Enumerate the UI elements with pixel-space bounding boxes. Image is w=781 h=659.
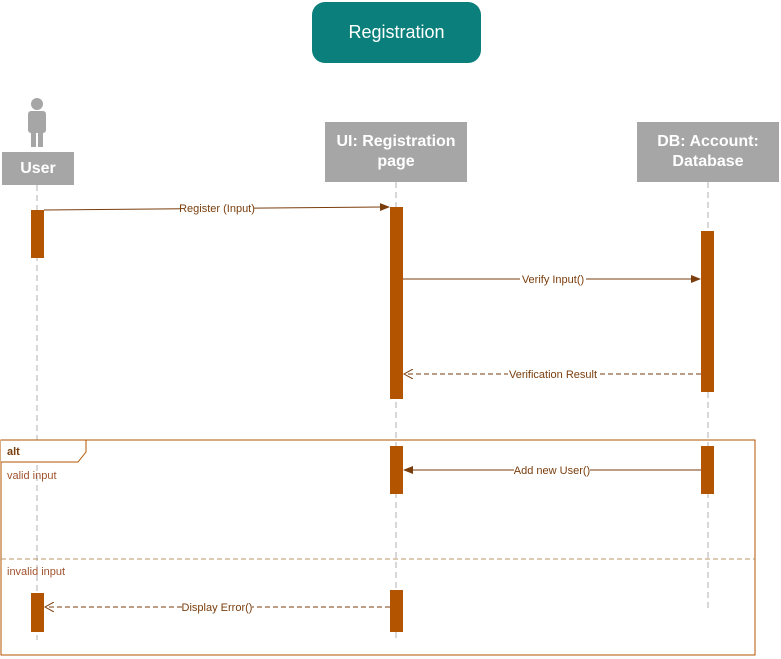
activation-ui-3 — [390, 590, 403, 632]
alt-fragment-tab — [1, 439, 87, 463]
guard-valid-input: valid input — [7, 470, 57, 482]
message-verify-input: Verify Input() — [403, 272, 701, 286]
diagram-title: Registration — [312, 2, 481, 63]
message-register-label: Register (Input) — [179, 203, 255, 215]
activation-ui-2 — [390, 446, 403, 494]
activation-user-1 — [31, 210, 44, 258]
message-display-error-label: Display Error() — [182, 602, 253, 614]
message-display-error: Display Error() — [45, 600, 390, 614]
message-add-new-user-label: Add new User() — [514, 465, 590, 477]
message-verify-input-label: Verify Input() — [522, 274, 584, 286]
message-verification-result-label: Verification Result — [509, 369, 597, 381]
message-register: Register (Input) — [43, 201, 390, 215]
activation-ui-1 — [390, 207, 403, 399]
lifeline-header-ui: UI: Registration page — [325, 122, 467, 182]
activation-user-2 — [31, 593, 44, 632]
message-verification-result: Verification Result — [404, 367, 701, 381]
guard-invalid-input: invalid input — [7, 566, 65, 578]
activation-db-2 — [701, 446, 714, 494]
user-actor-icon — [28, 98, 46, 147]
activation-db-1 — [701, 231, 714, 392]
lifeline-header-user: User — [2, 152, 74, 185]
alt-operator-label: alt — [7, 446, 20, 458]
lifeline-header-db: DB: Account: Database — [637, 122, 779, 182]
message-add-new-user: Add new User() — [403, 463, 701, 477]
alt-fragment — [0, 439, 756, 656]
